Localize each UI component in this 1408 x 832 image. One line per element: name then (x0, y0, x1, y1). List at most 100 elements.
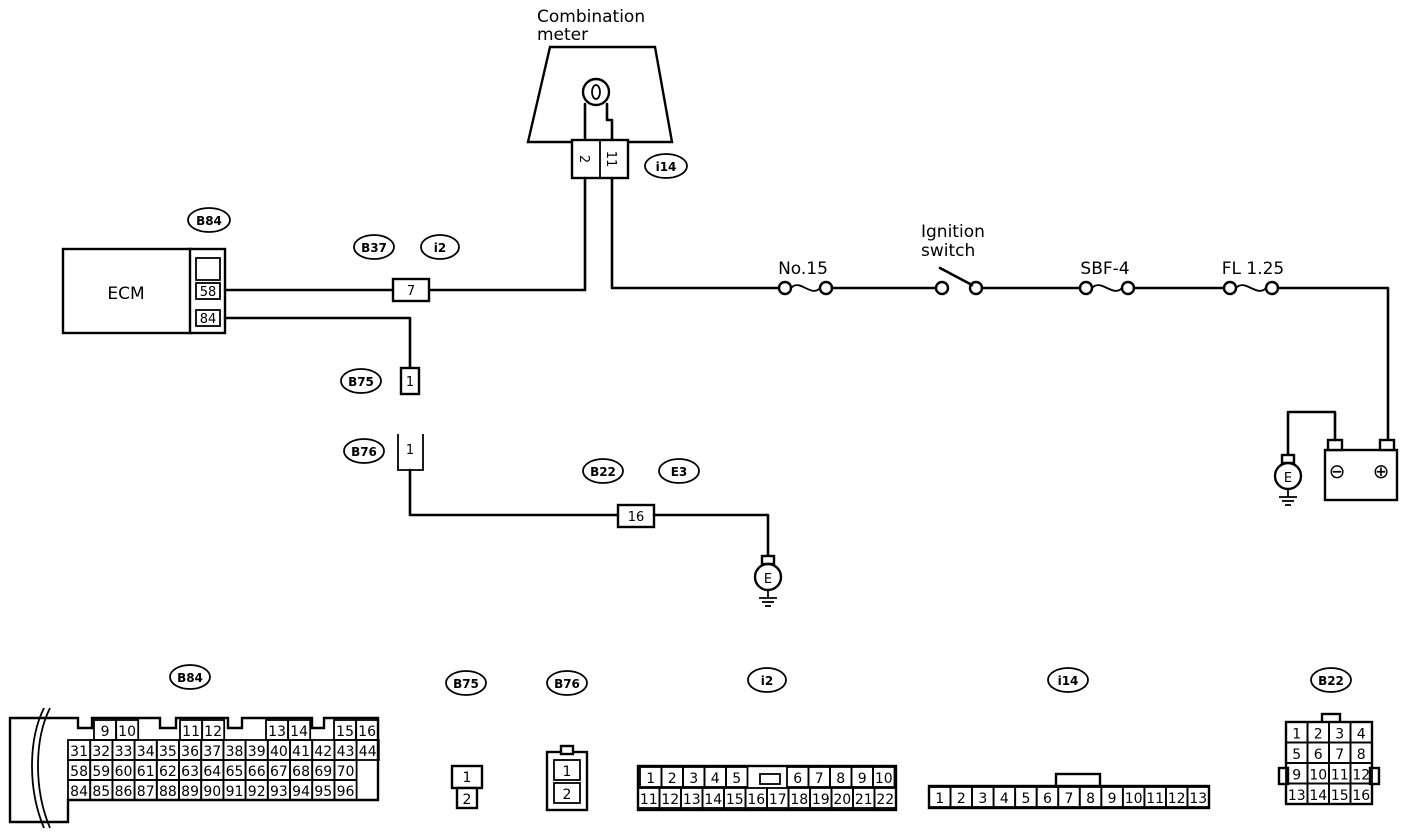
meter-internal-wire-b (605, 102, 614, 144)
face-b84-pin-89: 89 (181, 784, 199, 800)
tag-e3-oval (658, 458, 700, 484)
face-b84-pin-43: 43 (337, 744, 355, 760)
face-i2-pin-7: 7 (815, 771, 824, 787)
face-b22-pin-6: 6 (1314, 747, 1323, 763)
face-i2-pin-22-cell (873, 787, 897, 809)
face-b84-pin-62: 62 (159, 764, 177, 780)
face-b84-pin-91: 91 (226, 784, 244, 800)
face-i2-pin-8: 8 (836, 771, 845, 787)
meter-title-line1: Combination (537, 7, 645, 27)
connector-b76: 1 B76 (343, 434, 424, 471)
ecm-label: ECM (107, 284, 144, 304)
fuse-sbf4-label: SBF-4 (1080, 259, 1129, 279)
face-i2-pin-13: 13 (683, 792, 701, 808)
wire-ecm84-to-b75 (223, 316, 412, 372)
face-b84-pin-60: 60 (115, 764, 133, 780)
face-i14-pin-13: 13 (1189, 791, 1207, 807)
face-b84-pin-95: 95 (314, 784, 332, 800)
face-i2-pin-9: 9 (858, 771, 867, 787)
face-b84-pin-65: 65 (226, 764, 244, 780)
earth-symbol-center: E (764, 572, 772, 587)
face-b84-pin-94: 94 (292, 784, 310, 800)
face-b84-pin-90: 90 (203, 784, 221, 800)
ecm: ECM 58 84 B84 (61, 207, 231, 335)
b75-pin: 1 (406, 375, 414, 390)
ecm-box (61, 247, 193, 335)
tag-b37-oval (353, 234, 395, 260)
face-b84-pin-44: 44 (359, 744, 377, 760)
face-i14-pin-7: 7 (1065, 791, 1074, 807)
face-b84-pin-42: 42 (314, 744, 332, 760)
face-i2-pin-10: 10 (875, 771, 893, 787)
face-b22-pin-7: 7 (1335, 747, 1344, 763)
face-i2-pin-10-cell (872, 766, 896, 788)
tag-b84-oval (187, 207, 231, 233)
face-i2-pin-1: 1 (646, 771, 655, 787)
face-b84-pin-87: 87 (137, 784, 155, 800)
tag-i2: i2 (434, 241, 446, 255)
face-b22-pin-5: 5 (1292, 747, 1301, 763)
fuse-fl125: FL 1.25 (1222, 259, 1284, 296)
face-b84-pin-32: 32 (92, 744, 110, 760)
face-b76: 1 2 (545, 744, 589, 812)
face-tag-b84: B84 (177, 671, 203, 685)
face-b84-pin-15: 15 (336, 724, 354, 740)
face-i14-pin-9: 9 (1108, 791, 1117, 807)
fuse-sbf4: SBF-4 (1078, 259, 1136, 296)
face-b75: 1 2 (450, 764, 484, 810)
face-i2-pin-14: 14 (704, 792, 722, 808)
face-i14-pin-12: 12 (1168, 791, 1186, 807)
meter-lamp-filament (591, 84, 601, 100)
tag-i2-oval (420, 234, 460, 260)
tag-b76-oval (343, 438, 385, 464)
earth-ground-right: E (1273, 453, 1303, 506)
face-b84-pin-68: 68 (292, 764, 310, 780)
face-b84-pin-69: 69 (314, 764, 332, 780)
face-b84-pin-31: 31 (70, 744, 88, 760)
face-b84-pin-44-cell (355, 739, 380, 761)
face-b22-pin-11: 11 (1331, 768, 1349, 784)
face-b22-pin-2: 2 (1314, 727, 1323, 743)
tag-e3: E3 (671, 465, 688, 479)
face-b22-pin-12: 12 (1352, 768, 1370, 784)
face-i2-pin-4: 4 (711, 771, 720, 787)
face-b84-pin-67: 67 (270, 764, 288, 780)
wire-fl125-to-battery (1276, 286, 1390, 444)
face-i14-pin-1: 1 (935, 791, 944, 807)
face-b84-pin-34: 34 (137, 744, 155, 760)
battery: ⊖ ⊕ (1323, 438, 1399, 502)
face-b22-pin-10: 10 (1309, 768, 1327, 784)
face-i2-pin-5: 5 (732, 771, 741, 787)
tag-b22: B22 (590, 465, 616, 479)
ignition-switch: Ignition switch (921, 222, 985, 296)
tag-i14-oval (644, 153, 688, 179)
face-i2-pin-16: 16 (747, 792, 765, 808)
face-i2-pin-11: 11 (640, 792, 658, 808)
face-b84-pin-61: 61 (137, 764, 155, 780)
tag-b84: B84 (196, 214, 222, 228)
tag-b75: B75 (348, 375, 374, 389)
combination-meter: Combination meter 2 11 i14 (526, 7, 688, 180)
face-i14-pin-4: 4 (1000, 791, 1009, 807)
battery-negative-icon: ⊖ (1329, 459, 1346, 483)
face-i2-pin-15: 15 (726, 792, 744, 808)
face-b84-pin-66: 66 (248, 764, 266, 780)
ecm-pin-84: 84 (200, 312, 217, 327)
face-b84-pin-63: 63 (181, 764, 199, 780)
face-b84-pin-37: 37 (203, 744, 221, 760)
face-b84-pin-40: 40 (270, 744, 288, 760)
face-b84-pin-11: 11 (182, 724, 200, 740)
face-b76-pin-2: 2 (563, 787, 572, 803)
battery-case (1323, 448, 1399, 502)
face-b84-pin-36: 36 (181, 744, 199, 760)
connector-b75: 1 B75 (340, 366, 421, 396)
face-i2-pin-22: 22 (876, 792, 894, 808)
meter-pin-2: 2 (576, 155, 591, 163)
face-b84-pin-93: 93 (270, 784, 288, 800)
face-b84-pin-64: 64 (203, 764, 221, 780)
